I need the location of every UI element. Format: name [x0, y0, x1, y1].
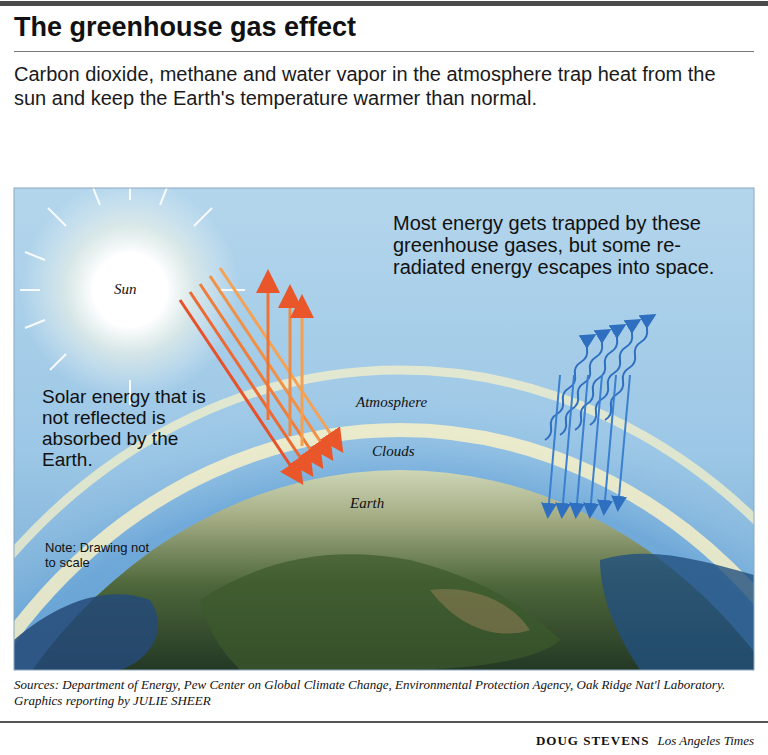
sun-ray	[92, 188, 100, 205]
down-arrow	[604, 375, 616, 512]
credit-line: DOUG STEVENS Los Angeles Times	[536, 733, 758, 749]
sun-ray	[194, 208, 212, 226]
ocean	[14, 594, 158, 670]
land-mass	[430, 589, 530, 634]
bottom-rule	[0, 721, 768, 723]
down-arrow	[618, 375, 630, 508]
sun-rays	[20, 188, 245, 405]
sun-ray	[25, 252, 45, 260]
cloud-band	[14, 430, 754, 670]
callout-text: Solar energy that is not reflected is ab…	[42, 386, 232, 470]
sun-ray	[50, 354, 66, 370]
solar-arrow	[220, 268, 340, 448]
sun-label: Sun	[114, 280, 137, 298]
down-arrow	[590, 375, 602, 515]
solar-arrow	[190, 292, 310, 472]
down-arrow	[562, 375, 574, 515]
reflected-arrows	[268, 275, 302, 446]
earth-label: Earth	[350, 494, 384, 512]
down-arrow	[548, 375, 560, 515]
atmosphere-band	[14, 370, 754, 670]
sun-ray	[129, 188, 131, 200]
trapped-radiation	[548, 375, 630, 515]
sun-ray	[160, 188, 168, 205]
reflected-arrow	[301, 300, 304, 446]
incoming-solar-arrows	[180, 268, 340, 480]
reflected-arrow	[267, 275, 270, 420]
atmosphere-label: Atmosphere	[356, 393, 427, 411]
reflected-arrow	[289, 290, 292, 436]
sun-ray	[48, 208, 66, 226]
atmosphere-halo	[14, 340, 754, 670]
clouds-label: Clouds	[372, 442, 415, 460]
picture-frame	[14, 188, 754, 670]
down-arrow	[576, 375, 588, 515]
title-rule	[14, 51, 754, 52]
callout-text: Most energy gets trapped by these greenh…	[393, 212, 745, 278]
top-rule	[0, 1, 768, 6]
sun-disc	[92, 252, 168, 328]
note: Note: Drawing not to scale	[45, 540, 155, 570]
sources-note: Sources: Department of Energy, Pew Cente…	[14, 677, 754, 709]
sun-ray	[20, 289, 40, 291]
wavy-arrow	[605, 316, 653, 420]
title: The greenhouse gas effect	[14, 11, 356, 43]
caption: Carbon dioxide, methane and water vapor …	[14, 62, 752, 110]
ocean	[600, 554, 754, 670]
scene	[14, 188, 754, 670]
solar-arrow	[210, 276, 330, 456]
wavy-arrow	[590, 321, 638, 425]
sun-ray	[25, 320, 45, 328]
land-mass	[200, 554, 560, 670]
solar-arrow	[200, 284, 320, 464]
publisher-credit: Los Angeles Times	[657, 733, 754, 748]
artist-credit: DOUG STEVENS	[536, 733, 650, 748]
earth-globe	[14, 470, 754, 670]
